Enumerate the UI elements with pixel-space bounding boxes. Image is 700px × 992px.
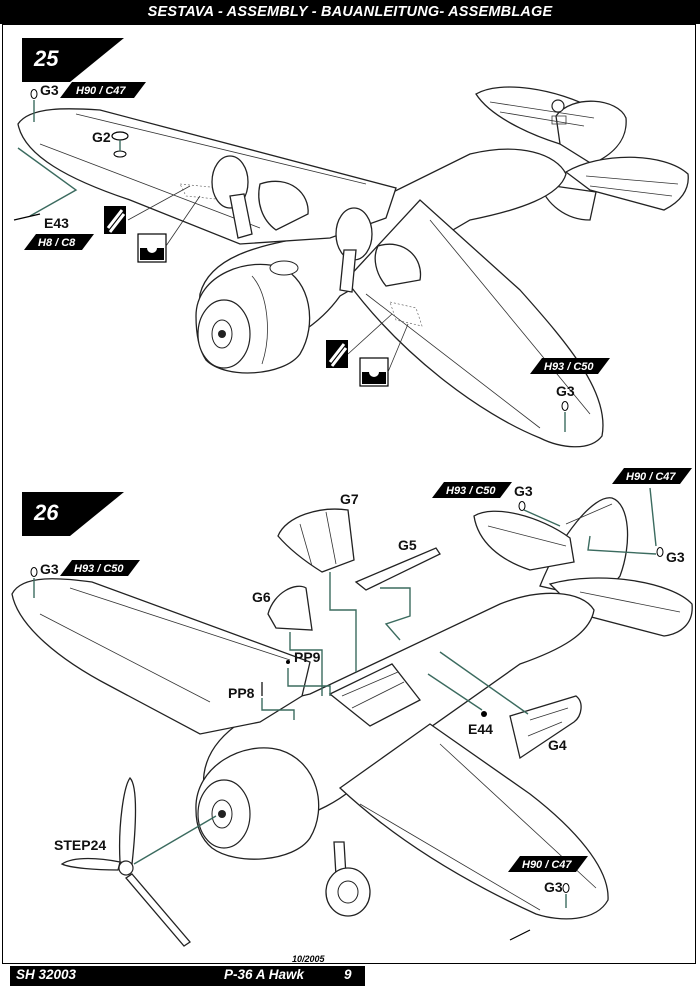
step25-e43-label: E43 xyxy=(44,215,69,231)
plane-left-wing xyxy=(11,578,311,735)
step26-paint-tag-top-text: H93 / C50 xyxy=(446,485,496,497)
plane-cowling xyxy=(195,260,311,374)
landing-gear xyxy=(211,155,422,293)
footer-page-number: 9 xyxy=(344,967,352,982)
canopy-part-g5 xyxy=(354,547,441,591)
step26-step24-label: STEP24 xyxy=(54,837,106,853)
step26-pp8-label: PP8 xyxy=(228,685,255,701)
footer-kit-code: SH 32003 xyxy=(16,967,77,982)
cut-off-icon xyxy=(137,233,167,263)
step26-g7-label: G7 xyxy=(340,491,359,507)
page-footer: SH 32003 P-36 A Hawk 9 10/2005 xyxy=(0,954,700,992)
footer-date: 10/2005 xyxy=(292,954,325,964)
drill-hole-icon xyxy=(326,340,348,368)
step26-paint-tag-bottom xyxy=(508,856,588,872)
page-frame xyxy=(2,24,696,964)
footer-bar xyxy=(10,966,365,986)
step26-pp9-label: PP9 xyxy=(294,649,321,665)
plane-tail xyxy=(475,86,689,221)
step25-paint-tag-left-text: H90 / C47 xyxy=(76,85,126,97)
footer-model: P-36 A Hawk xyxy=(224,967,305,982)
canopy-part-g7 xyxy=(277,508,355,573)
step26-g5-label: G5 xyxy=(398,537,417,553)
landing-gear xyxy=(325,841,371,917)
canopy-part-g6 xyxy=(267,585,313,631)
step26-paint-tag-bottom-text: H90 / C47 xyxy=(522,859,572,871)
step26-g6-label: G6 xyxy=(252,589,271,605)
step-25-number: 25 xyxy=(33,46,59,71)
step26-g4-label: G4 xyxy=(548,737,567,753)
step25-paint-tag-right xyxy=(530,358,610,374)
canopy-part-g4 xyxy=(509,695,582,760)
step-25-diagram: 25 xyxy=(13,38,689,448)
plane-tail xyxy=(473,497,693,637)
step26-paint-tag-left-text: H93 / C50 xyxy=(74,563,124,575)
step25-paint-tag-e43-text: H8 / C8 xyxy=(38,237,76,249)
plane-cowling xyxy=(195,747,320,860)
step25-paint-tag-right-text: H93 / C50 xyxy=(544,361,594,373)
step25-g2-label: G2 xyxy=(92,129,111,145)
step26-g3-tailright-label: G3 xyxy=(666,549,685,565)
step26-paint-tag-left xyxy=(60,560,140,576)
step26-paint-tag-tail xyxy=(612,468,692,484)
drill-hole-icon xyxy=(104,206,126,234)
cut-off-icon xyxy=(359,357,389,387)
step26-g3-top-label: G3 xyxy=(514,483,533,499)
page-header: SESTAVA - ASSEMBLY - BAUANLEITUNG- ASSEM… xyxy=(0,0,700,24)
cockpit xyxy=(328,663,421,727)
step-26-number: 26 xyxy=(33,500,59,525)
step26-g3-bottom-label: G3 xyxy=(544,879,563,895)
header-title: SESTAVA - ASSEMBLY - BAUANLEITUNG- ASSEM… xyxy=(147,4,553,20)
step25-g3-right-label: G3 xyxy=(556,383,575,399)
step-26-badge xyxy=(22,492,124,536)
step-25-badge xyxy=(22,38,124,82)
step26-paint-tag-top xyxy=(432,482,512,498)
step25-g3-left-label: G3 xyxy=(40,82,59,98)
step25-paint-tag-e43 xyxy=(24,234,94,250)
step26-e44-label: E44 xyxy=(468,721,493,737)
step26-paint-tag-tail-text: H90 / C47 xyxy=(626,471,676,483)
propeller xyxy=(60,777,191,947)
step25-paint-tag-left xyxy=(60,82,146,98)
step-26-diagram: 26 xyxy=(11,468,693,947)
step26-g3-left-label: G3 xyxy=(40,561,59,577)
